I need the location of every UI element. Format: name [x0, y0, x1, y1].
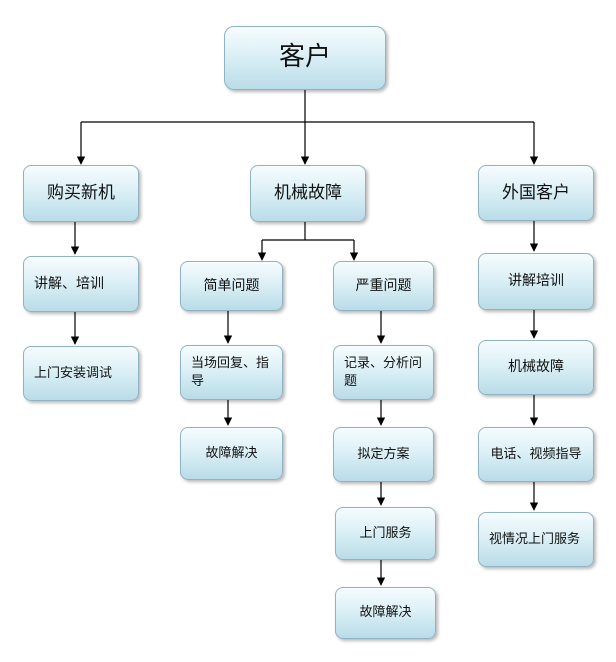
- node-simple-issue-label: 简单问题: [203, 277, 260, 294]
- node-serious-resolved-label: 故障解决: [359, 605, 412, 621]
- node-purchase-new-label: 购买新机: [47, 183, 115, 204]
- node-onsite-reply: 当场回复、指导: [180, 345, 283, 400]
- node-draft-plan-label: 拟定方案: [357, 446, 410, 462]
- node-onsite-reply-label: 当场回复、指导: [191, 355, 270, 389]
- node-record-analyze: 记录、分析问题: [333, 345, 434, 400]
- node-foreign-customer: 外国客户: [478, 165, 594, 221]
- node-simple-resolved: 故障解决: [180, 427, 283, 480]
- node-phone-video-guidance-label: 电话、视频指导: [490, 446, 582, 462]
- node-serious-issue-label: 严重问题: [355, 277, 412, 294]
- node-draft-plan: 拟定方案: [333, 427, 434, 482]
- node-onsite-installation-label: 上门安装调试: [34, 365, 113, 381]
- node-foreign-customer-label: 外国客户: [502, 182, 570, 203]
- node-simple-resolved-label: 故障解决: [205, 445, 258, 461]
- node-mechanical-fault-label: 机械故障: [274, 183, 342, 204]
- node-foreign-training: 讲解培训: [478, 253, 594, 310]
- node-onsite-installation: 上门安装调试: [23, 346, 139, 401]
- node-foreign-onsite-service-label: 视情况上门服务: [489, 531, 581, 547]
- node-foreign-fault: 机械故障: [478, 340, 594, 395]
- node-serious-resolved: 故障解决: [335, 587, 436, 639]
- node-foreign-training-label: 讲解培训: [508, 273, 564, 290]
- node-customer-label: 客户: [278, 42, 331, 73]
- node-purchase-training-label: 讲解、培训: [34, 275, 104, 292]
- node-foreign-fault-label: 机械故障: [508, 359, 564, 376]
- node-mechanical-fault: 机械故障: [250, 165, 366, 222]
- node-customer: 客户: [224, 26, 386, 90]
- node-onsite-service-label: 上门服务: [359, 525, 412, 541]
- node-purchase-training: 讲解、培训: [23, 256, 139, 312]
- node-onsite-service: 上门服务: [335, 507, 436, 560]
- node-simple-issue: 简单问题: [180, 261, 283, 311]
- node-purchase-new: 购买新机: [23, 165, 139, 222]
- node-record-analyze-label: 记录、分析问题: [344, 355, 423, 389]
- node-phone-video-guidance: 电话、视频指导: [478, 427, 594, 482]
- node-foreign-onsite-service: 视情况上门服务: [478, 512, 594, 567]
- node-serious-issue: 严重问题: [333, 261, 434, 311]
